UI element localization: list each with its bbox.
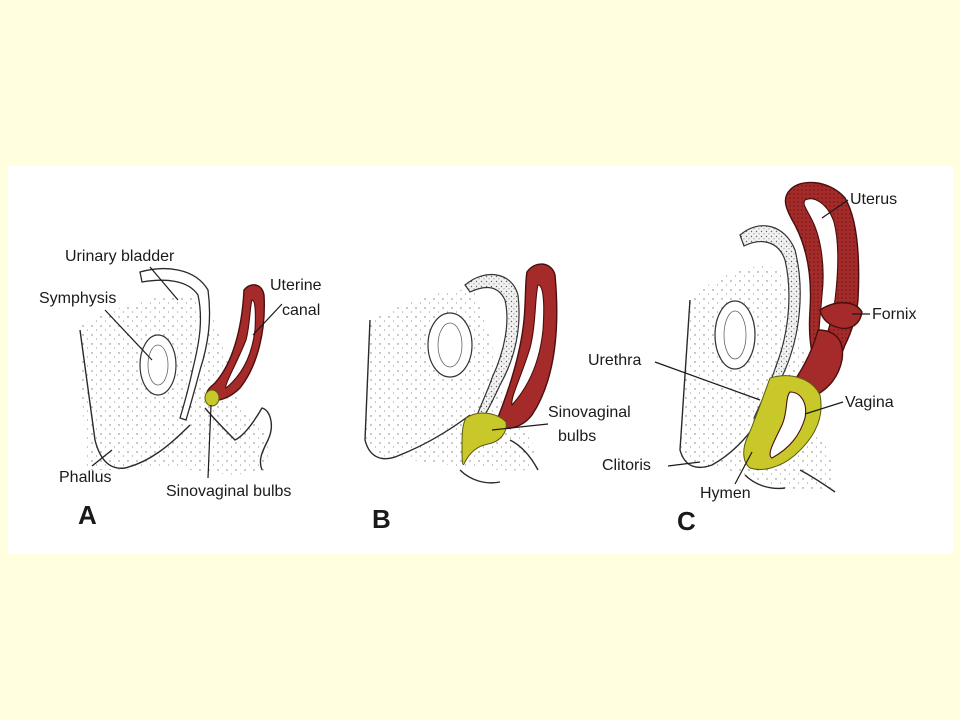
leader-urethra [654,361,761,401]
label-sinovaginal-b-2: bulbs [558,428,596,445]
panel-b-lower-tissue [459,439,539,484]
label-sinovaginal-bulbs-a: Sinovaginal bulbs [166,483,291,500]
label-uterus: Uterus [850,191,897,208]
leader-hymen [734,451,753,485]
panel-c: Uterus Fornix Urethra Vagina Clitoris Hy… [588,181,916,536]
panel-c-symphysis-shape [714,300,756,370]
panel-b-symphysis-inner [437,322,463,368]
label-symphysis: Symphysis [39,290,116,307]
panel-a: Urinary bladder Symphysis Uterine canal … [39,248,322,530]
label-fornix: Fornix [872,306,916,323]
leader-phallus [91,449,113,467]
panel-letter-b: B [372,504,391,534]
panel-c-vagina-lumen [769,391,807,459]
panel-b-uterus-lumen [511,284,545,407]
panel-c-fornix-shape [819,302,863,330]
label-urethra: Urethra [588,352,641,369]
panel-a-sinovaginal-bulb-shape [204,389,220,407]
panel-a-symphysis-inner [147,344,169,386]
panel-a-uterine-lumen [225,299,256,389]
panel-c-symphysis-inner [723,310,747,360]
label-uterine-canal-2: canal [282,302,320,319]
label-phallus: Phallus [59,469,111,486]
label-hymen: Hymen [700,485,751,502]
leader-vagina [804,401,844,415]
panel-a-bladder [139,267,211,421]
leader-uterus [821,199,849,219]
panel-b-sinovaginal-shape [461,412,507,466]
panel-a-body-outline [79,329,191,469]
panel-a-lower-tissue [204,407,272,471]
leader-sinovaginal-bulbs-a [207,404,212,479]
panel-b-symphysis-shape [427,312,473,378]
label-vagina: Vagina [845,394,894,411]
panel-a-symphysis-shape [139,334,177,396]
panel-b-body-outline [364,319,471,460]
panel-letter-a: A [78,500,97,530]
label-clitoris: Clitoris [602,457,651,474]
leader-clitoris [667,461,701,467]
leader-sinovaginal-b [491,423,549,431]
panel-b: Sinovaginal bulbs B [364,263,631,534]
label-sinovaginal-b-1: Sinovaginal [548,404,631,421]
panel-c-lower-tissue [744,469,836,493]
label-urinary-bladder: Urinary bladder [65,248,175,265]
panel-c-body-outline [679,299,756,468]
label-uterine-canal-1: Uterine [270,277,322,294]
panel-a-tissue [80,296,269,475]
panel-letter-c: C [677,506,696,536]
leader-urinary-bladder [149,266,179,301]
leader-uterine-canal [252,303,283,336]
leader-symphysis [104,309,153,361]
